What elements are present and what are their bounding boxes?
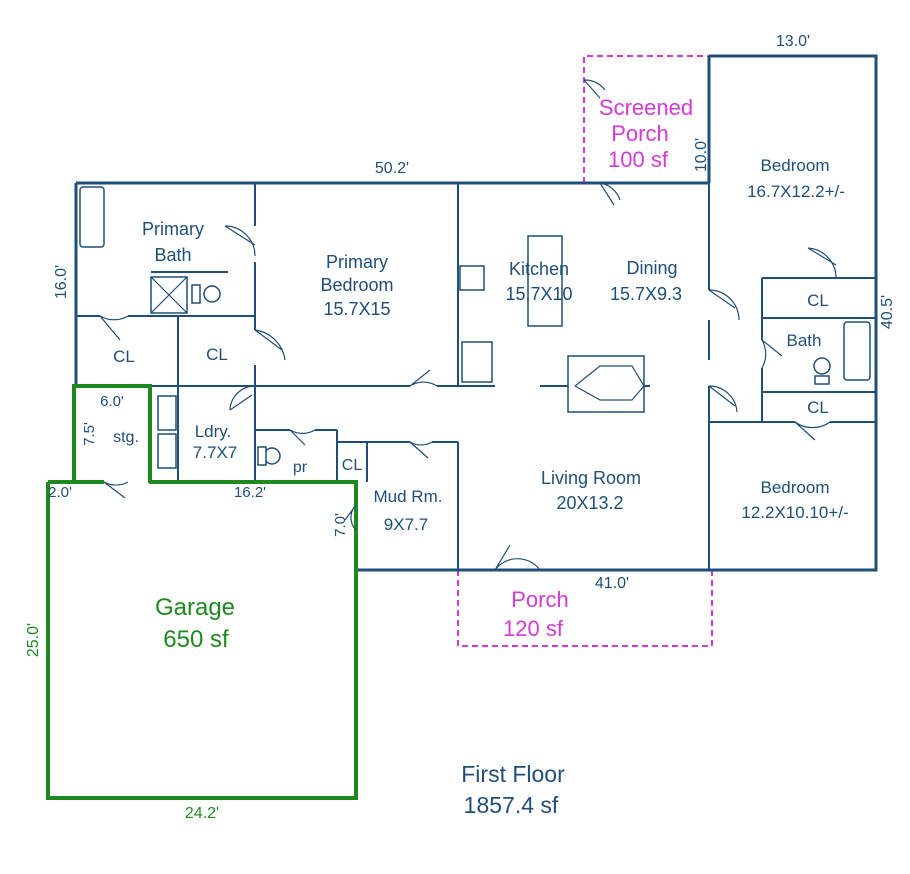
dim-screened-porch: 10.0'	[693, 138, 710, 172]
floor-title: First Floor	[461, 761, 565, 787]
label-laundry-2: 7.7X7	[193, 443, 237, 462]
floor-summary: First Floor 1857.4 sf	[461, 761, 565, 818]
label-cl-left-b: CL	[206, 345, 228, 364]
label-stg: stg.	[113, 429, 139, 446]
label-primary-bath-2: Bath	[154, 245, 191, 265]
label-bedroom-bottom-1: Bedroom	[761, 478, 830, 497]
dryer	[157, 433, 177, 469]
dim-laundry-span: 16.2'	[234, 484, 266, 501]
dim-stg-width: 6.0'	[100, 393, 124, 410]
label-primary-bedroom-3: 15.7X15	[323, 299, 390, 319]
label-porch-2: 120 sf	[503, 616, 564, 641]
label-screened-porch-2: Porch	[611, 121, 668, 146]
dim-stg-depth: 7.5'	[81, 422, 98, 446]
label-primary-bath-1: Primary	[142, 219, 204, 239]
dim-mud-depth: 7.0'	[332, 513, 349, 537]
label-dining-2: 15.7X9.3	[610, 284, 682, 304]
garage-walls	[46, 384, 358, 800]
dim-front-width: 41.0'	[595, 575, 629, 592]
kitchen-island	[527, 235, 563, 327]
dim-bedroom-top: 13.0'	[776, 33, 810, 50]
label-bedroom-bottom-2: 12.2X10.10+/-	[741, 503, 848, 522]
label-porch-1: Porch	[511, 587, 568, 612]
label-kitchen-1: Kitchen	[509, 259, 569, 279]
label-mud-room-2: 9X7.7	[384, 515, 428, 534]
label-cl-small: CL	[342, 457, 363, 474]
dim-garage-depth: 25.0'	[25, 623, 42, 657]
label-cl-bottom: CL	[807, 398, 829, 417]
label-garage-1: Garage	[155, 594, 235, 621]
door-swings	[99, 79, 837, 571]
floor-area: 1857.4 sf	[464, 792, 559, 818]
dim-right-depth: 40.5'	[879, 295, 896, 329]
label-screened-porch-1: Screened	[599, 95, 693, 120]
label-garage-2: 650 sf	[163, 626, 229, 653]
fixtures	[79, 186, 871, 469]
washer	[157, 395, 177, 431]
label-cl-top: CL	[807, 291, 829, 310]
label-kitchen-2: 15.7X10	[505, 284, 572, 304]
toilet-hall	[813, 357, 831, 375]
bathtub-primary	[79, 186, 105, 248]
label-bedroom-top-2: 16.7X12.2+/-	[747, 182, 845, 201]
dim-garage-offset: 2.0'	[48, 484, 72, 501]
label-dining-1: Dining	[626, 258, 677, 278]
label-laundry-1: Ldry.	[195, 422, 232, 441]
label-bath: Bath	[787, 331, 822, 350]
label-screened-porch-3: 100 sf	[608, 147, 669, 172]
house-exterior-walls	[74, 54, 878, 572]
label-mud-room-1: Mud Rm.	[374, 487, 443, 506]
toilet-primary	[203, 285, 221, 303]
dim-left-depth: 16.0'	[53, 265, 70, 299]
refrigerator	[461, 341, 493, 383]
label-pr: pr	[293, 459, 308, 476]
dim-overall-width: 50.2'	[375, 160, 409, 177]
front-porch-outline	[457, 570, 713, 647]
dim-garage-width: 24.2'	[185, 805, 219, 822]
dimension-labels: 50.2' 13.0' 10.0' 16.0' 40.5' 6.0' 7.5' …	[25, 33, 896, 822]
label-primary-bedroom-2: Bedroom	[320, 275, 393, 295]
table	[567, 355, 645, 413]
label-primary-bedroom-1: Primary	[326, 252, 388, 272]
room-labels: Primary Bath Primary Bedroom 15.7X15 Kit…	[113, 156, 849, 534]
screened-porch-outline	[583, 55, 709, 183]
bathtub-hall	[843, 321, 871, 381]
label-living-room-1: Living Room	[541, 468, 641, 488]
garage-label: Garage 650 sf	[155, 594, 235, 653]
label-bedroom-top-1: Bedroom	[761, 156, 830, 175]
porch-labels: Screened Porch 100 sf Porch 120 sf	[503, 95, 693, 641]
label-living-room-2: 20X13.2	[556, 493, 623, 513]
label-cl-left-a: CL	[113, 347, 135, 366]
cooktop	[459, 265, 485, 291]
